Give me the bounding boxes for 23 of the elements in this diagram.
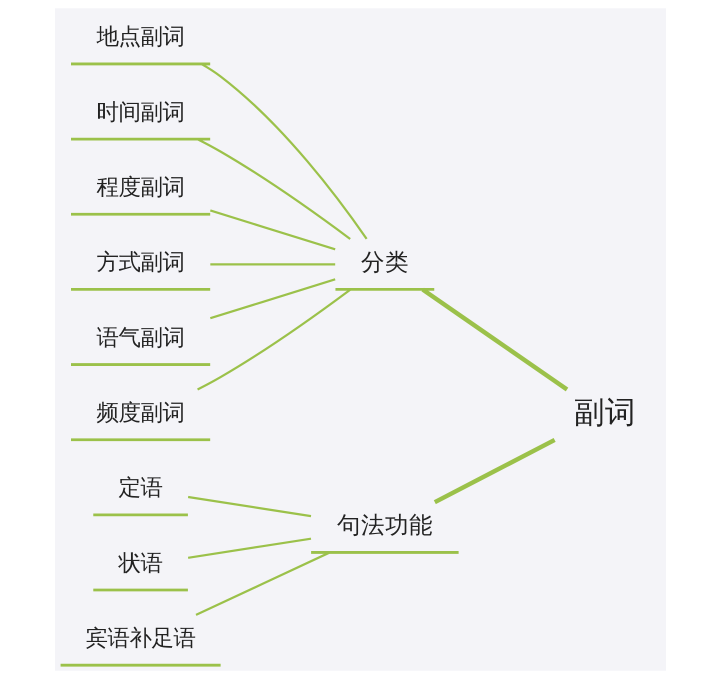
connector <box>433 438 556 504</box>
connector <box>200 63 368 240</box>
node-text: 宾语补足语 <box>85 625 196 652</box>
connector <box>187 538 311 559</box>
connector <box>195 552 330 616</box>
connector <box>187 496 311 518</box>
node-text: 定语 <box>118 475 162 502</box>
node-text: 副词 <box>573 395 636 430</box>
node-text: 时间副词 <box>96 99 184 126</box>
connector <box>210 263 335 266</box>
node-text: 语气副词 <box>96 324 184 351</box>
connector <box>196 288 350 390</box>
node-text: 句法功能 <box>336 511 432 540</box>
connector <box>196 138 350 240</box>
node-text: 分类 <box>360 248 408 276</box>
connector <box>209 209 336 250</box>
node-text: 程度副词 <box>96 174 184 200</box>
connector <box>420 288 568 392</box>
node-text: 频度副词 <box>96 400 184 426</box>
connector <box>209 278 336 320</box>
node-text: 状语 <box>118 550 162 576</box>
node-text: 地点副词 <box>96 24 184 50</box>
node-text: 方式副词 <box>96 250 184 276</box>
